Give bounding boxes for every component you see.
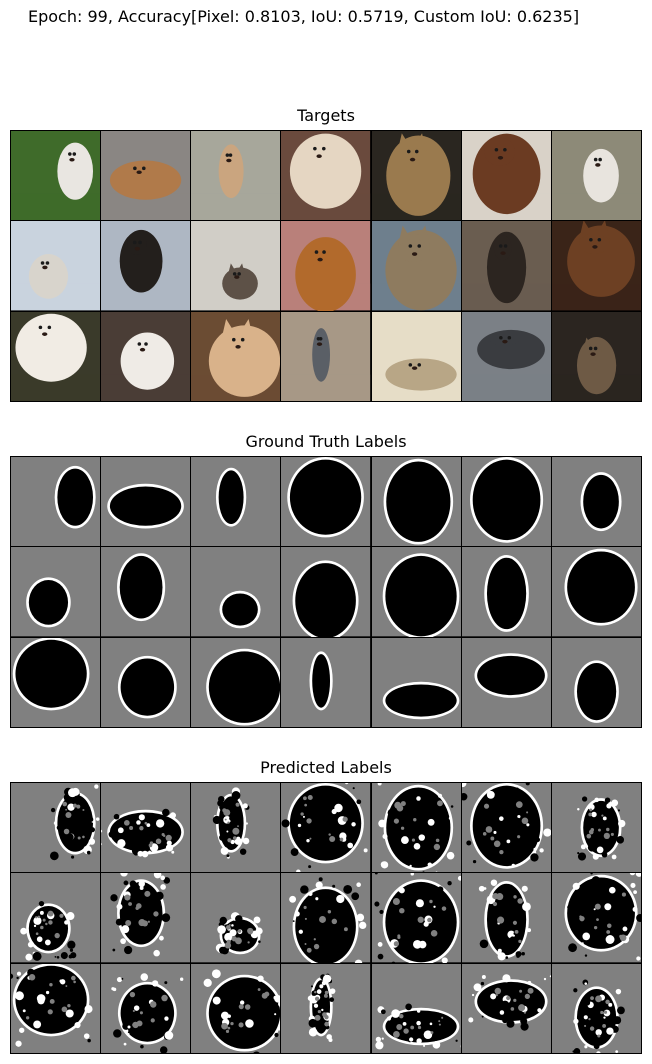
tile-mask-6 — [461, 457, 551, 547]
tile-mask-7 — [551, 457, 641, 547]
tile-mask-21 — [551, 637, 641, 727]
tile-mask-1 — [11, 457, 101, 547]
tile-mask-4 — [281, 457, 371, 547]
tile-photo-16 — [101, 311, 191, 401]
tile-mask-20 — [461, 637, 551, 727]
tile-mask-noisy-16 — [101, 963, 191, 1053]
tile-mask-noisy-6 — [461, 783, 551, 873]
tile-mask-19 — [371, 637, 461, 727]
tile-mask-noisy-15 — [11, 963, 101, 1053]
tile-photo-6 — [461, 131, 551, 221]
tile-mask-noisy-14 — [551, 873, 641, 963]
tile-mask-noisy-20 — [461, 963, 551, 1053]
tile-mask-noisy-1 — [11, 783, 101, 873]
tile-photo-10 — [191, 221, 281, 311]
tile-mask-14 — [551, 547, 641, 637]
tile-photo-12 — [371, 221, 461, 311]
tile-photo-1 — [11, 131, 101, 221]
tile-photo-15 — [11, 311, 101, 401]
tile-photo-18 — [281, 311, 371, 401]
tile-mask-noisy-13 — [461, 873, 551, 963]
tile-mask-17 — [191, 637, 281, 727]
tile-mask-18 — [281, 637, 371, 727]
tile-mask-noisy-2 — [101, 783, 191, 873]
tile-mask-8 — [11, 547, 101, 637]
tile-mask-noisy-12 — [371, 873, 461, 963]
tile-mask-11 — [281, 547, 371, 637]
tile-mask-noisy-19 — [371, 963, 461, 1053]
tile-photo-13 — [461, 221, 551, 311]
tile-mask-noisy-11 — [281, 873, 371, 963]
tile-mask-12 — [371, 547, 461, 637]
tile-mask-16 — [101, 637, 191, 727]
tile-mask-10 — [191, 547, 281, 637]
tile-mask-13 — [461, 547, 551, 637]
tile-mask-5 — [371, 457, 461, 547]
tile-photo-7 — [551, 131, 641, 221]
tile-mask-noisy-21 — [551, 963, 641, 1053]
tile-mask-15 — [11, 637, 101, 727]
ground-truth-mask-grid — [10, 456, 642, 728]
tile-photo-2 — [101, 131, 191, 221]
tile-mask-noisy-3 — [191, 783, 281, 873]
tile-photo-3 — [191, 131, 281, 221]
tile-photo-4 — [281, 131, 371, 221]
tile-mask-noisy-4 — [281, 783, 371, 873]
figure-suptitle: Epoch: 99, Accuracy[Pixel: 0.8103, IoU: … — [28, 7, 580, 26]
tile-mask-9 — [101, 547, 191, 637]
tile-mask-3 — [191, 457, 281, 547]
panel-title-ground-truth: Ground Truth Labels — [245, 432, 407, 451]
tile-photo-21 — [551, 311, 641, 401]
tile-photo-9 — [101, 221, 191, 311]
panel-title-targets: Targets — [297, 106, 355, 125]
tile-mask-2 — [101, 457, 191, 547]
tile-mask-noisy-18 — [281, 963, 371, 1053]
tile-photo-11 — [281, 221, 371, 311]
tile-mask-noisy-5 — [371, 783, 461, 873]
tile-photo-19 — [371, 311, 461, 401]
tile-photo-17 — [191, 311, 281, 401]
tile-mask-noisy-8 — [11, 873, 101, 963]
predicted-mask-grid — [10, 782, 642, 1054]
panel-title-predicted: Predicted Labels — [260, 758, 392, 777]
targets-image-grid — [10, 130, 642, 402]
tile-mask-noisy-7 — [551, 783, 641, 873]
tile-mask-noisy-9 — [101, 873, 191, 963]
tile-photo-8 — [11, 221, 101, 311]
tile-photo-5 — [371, 131, 461, 221]
tile-photo-14 — [551, 221, 641, 311]
tile-mask-noisy-10 — [191, 873, 281, 963]
tile-mask-noisy-17 — [191, 963, 281, 1053]
tile-photo-20 — [461, 311, 551, 401]
